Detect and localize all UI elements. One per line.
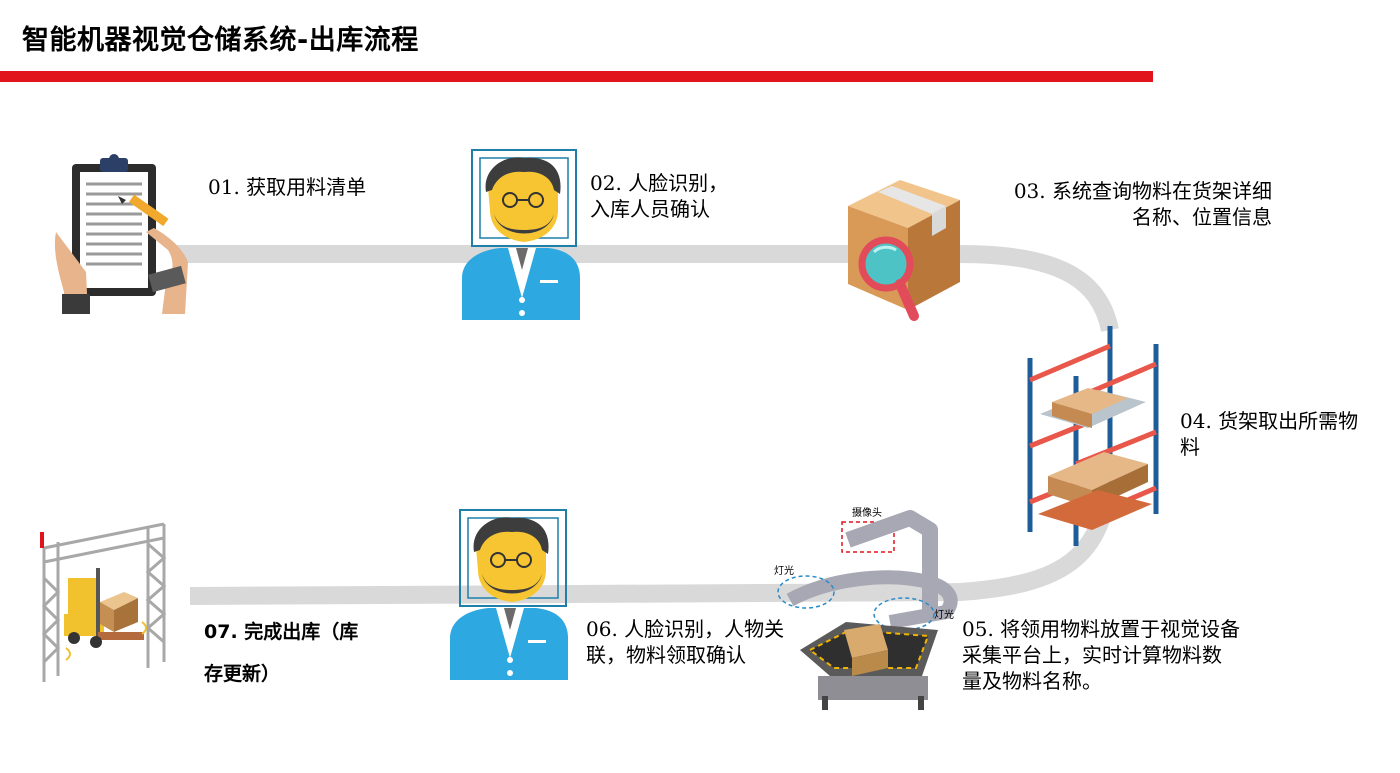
flow-track-upper xyxy=(175,245,1119,333)
step-03-label: 03. 系统查询物料在货架详细 名称、位置信息 xyxy=(1013,179,1272,229)
flow-track-lower xyxy=(189,469,1119,605)
forklift-gate-icon xyxy=(40,522,167,682)
storage-rack-icon xyxy=(1027,326,1159,546)
light-label-left: 灯光 xyxy=(774,564,794,577)
step-04-label: 04. 货架取出所需物 料 xyxy=(1180,409,1359,459)
step-05-label: 05. 将领用物料放置于视觉设备 采集平台上，实时计算物料数 量及物料名称。 xyxy=(962,617,1241,693)
clipboard-icon xyxy=(54,154,188,314)
light-label-right: 灯光 xyxy=(934,608,954,621)
step-07-label: 07. 完成出库（库 存更新） xyxy=(204,621,359,685)
face-recognition-person-icon xyxy=(462,149,580,320)
step-02-label: 02. 人脸识别， 入库人员确认 xyxy=(590,171,729,221)
step-01-label: 01. 获取用料清单 xyxy=(208,175,367,199)
vision-device-icon: 摄像头 灯光 灯光 xyxy=(774,506,958,710)
step-06-label: 06. 人脸识别，人物关 联，物料领取确认 xyxy=(586,617,785,667)
page-title: 智能机器视觉仓储系统-出库流程 xyxy=(22,25,419,56)
face-recognition-person-icon-2 xyxy=(450,509,568,680)
box-search-icon xyxy=(848,180,960,321)
camera-label: 摄像头 xyxy=(852,506,882,519)
title-underline xyxy=(0,71,1153,82)
